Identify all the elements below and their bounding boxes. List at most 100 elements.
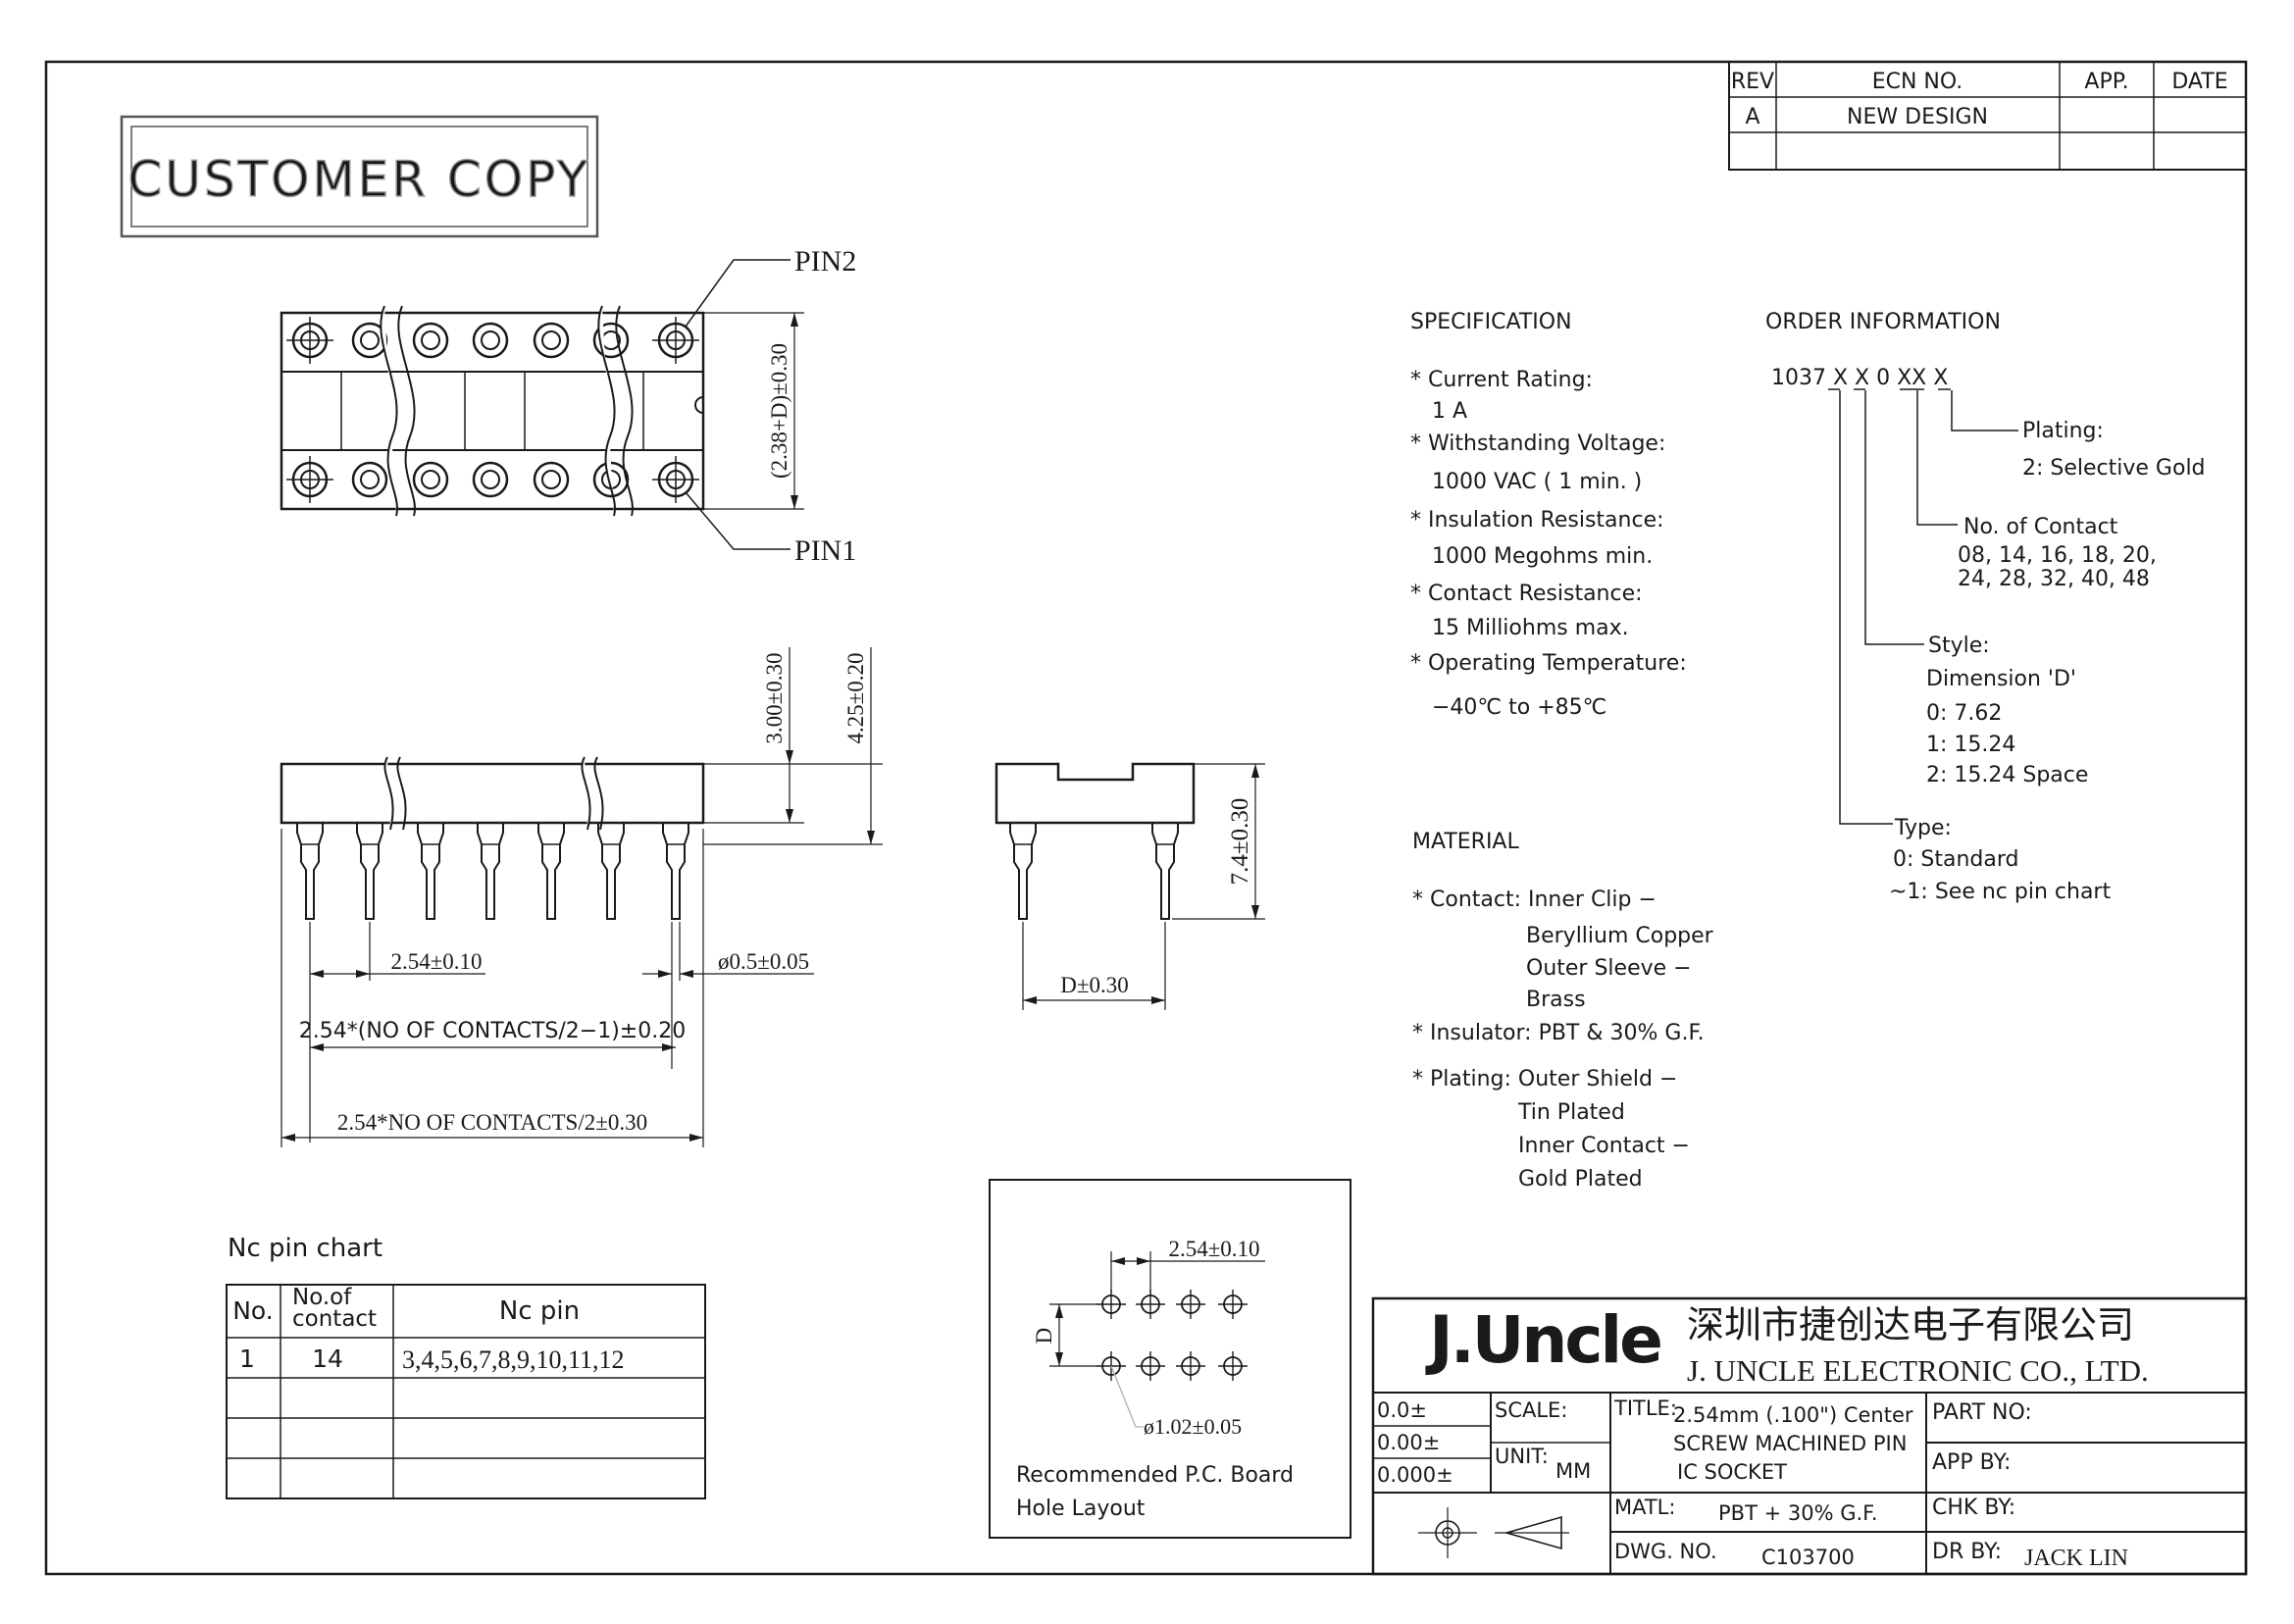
material-contact-line-3: Brass: [1526, 988, 1586, 1012]
tolerance-1: 0.0±: [1377, 1398, 1427, 1422]
material-contact-line-0: * Contact: Inner Clip −: [1412, 888, 1657, 912]
order-type-title: Type:: [1894, 816, 1952, 840]
rev-header: REV: [1731, 70, 1774, 94]
material-title: MATERIAL: [1412, 830, 1519, 854]
unit-value: MM: [1555, 1459, 1591, 1483]
stamp-text: CUSTOMER COPY: [127, 151, 589, 208]
order-plating-title: Plating:: [2022, 419, 2104, 443]
dr-by-label: DR BY:: [1932, 1540, 2002, 1564]
spec-insulation-label: * Insulation Resistance:: [1410, 508, 1664, 533]
revision-table: REV ECN NO. APP. DATE A NEW DESIGN: [1728, 61, 2247, 171]
pcb-hole-dim: ø1.02±0.05: [1144, 1414, 1242, 1439]
spec-voltage-label: * Withstanding Voltage:: [1410, 431, 1665, 456]
spec-temp-label: * Operating Temperature:: [1410, 651, 1687, 676]
projection-symbol: [1418, 1507, 1569, 1558]
order-style-line-1: Dimension 'D': [1926, 667, 2076, 691]
nc-pin-chart: Nc pin chart No. No.of contact Nc pin 1 …: [226, 1234, 706, 1499]
order-style-title: Style:: [1928, 634, 1990, 658]
title-line-3: IC SOCKET: [1677, 1460, 1787, 1484]
nc-header-contact-wrap: No.of contact: [292, 1287, 378, 1332]
pin-diameter-dim: ø0.5±0.05: [718, 949, 809, 974]
specification-section: SPECIFICATION * Current Rating: 1 A * Wi…: [1410, 310, 1687, 720]
part-no-label: PART NO:: [1932, 1400, 2032, 1425]
pcb-caption-line-1: Recommended P.C. Board: [1016, 1463, 1294, 1488]
dr-by-value: JACK LIN: [2024, 1546, 2128, 1571]
order-code: 1037 X X 0 XX X: [1771, 366, 1948, 390]
material-section: MATERIAL * Contact: Inner Clip − Berylli…: [1412, 830, 1714, 1192]
spec-insulation-value: 1000 Megohms min.: [1432, 544, 1653, 569]
nc-pin-chart-title: Nc pin chart: [228, 1234, 382, 1263]
dwg-no-label: DWG. NO.: [1614, 1540, 1717, 1563]
order-style-line-2: 0: 7.62: [1926, 701, 2002, 726]
chk-by-label: CHK BY:: [1932, 1496, 2015, 1520]
pcb-caption-line-2: Hole Layout: [1016, 1497, 1146, 1521]
dwg-no-value: C103700: [1761, 1546, 1855, 1569]
material-plating-line-3: Gold Plated: [1518, 1167, 1643, 1192]
tolerance-3: 0.000±: [1377, 1463, 1453, 1487]
span-inner-dim: 2.54*(NO OF CONTACTS/2−1)±0.20: [299, 1019, 686, 1043]
app-by-label: APP BY:: [1932, 1450, 2011, 1475]
matl-label: MATL:: [1614, 1496, 1675, 1519]
company-name-cn: 深圳市捷创达电子有限公司: [1687, 1305, 2134, 1346]
pitch-dim: 2.54±0.10: [390, 949, 482, 974]
order-plating-value: 2: Selective Gold: [2022, 456, 2206, 481]
nc-header-no: No.: [232, 1296, 274, 1325]
order-style-line-3: 1: 15.24: [1926, 733, 2015, 757]
order-type-line-1: 0: Standard: [1893, 847, 2019, 872]
order-title: ORDER INFORMATION: [1765, 310, 2001, 334]
material-plating-line-1: Tin Plated: [1517, 1100, 1625, 1125]
company-name-en: J. UNCLE ELECTRONIC CO., LTD.: [1687, 1353, 2149, 1388]
order-type-line-2: ~1: See nc pin chart: [1889, 880, 2111, 904]
pin1-label: PIN1: [794, 534, 856, 567]
socket-end-view: 7.4±0.30 D±0.30: [994, 762, 1265, 1010]
dim-3-00: 3.00±0.30: [762, 652, 787, 743]
socket-side-view: 3.00±0.30 4.25±0.20 2.54±0.10 ø0.5±0.05 …: [280, 647, 883, 1147]
sheet-border: [44, 60, 2248, 1576]
order-style-line-4: 2: 15.24 Space: [1926, 763, 2088, 787]
specification-title: SPECIFICATION: [1410, 310, 1572, 334]
title-block: J.Uncle 深圳市捷创达电子有限公司 J. UNCLE ELECTRONIC…: [1371, 1296, 2248, 1576]
tolerance-2: 0.00±: [1377, 1431, 1440, 1454]
spec-contact-res-label: * Contact Resistance:: [1410, 582, 1643, 606]
date-header: DATE: [2171, 70, 2227, 94]
nc-row-1-contact: 14: [312, 1345, 343, 1373]
material-contact-line-2: Outer Sleeve −: [1526, 956, 1692, 981]
rev-value: A: [1745, 105, 1759, 129]
title-line-2: SCREW MACHINED PIN: [1673, 1432, 1907, 1455]
matl-value: PBT + 30% G.F.: [1718, 1501, 1878, 1525]
order-contacts-line-2: 24, 28, 32, 40, 48: [1958, 567, 2150, 591]
pcb-hole-layout: 2.54±0.10 D ø1.02±0.05 Recommended P.C. …: [989, 1179, 1351, 1539]
span-total-dim: 2.54*NO OF CONTACTS/2±0.30: [337, 1110, 647, 1135]
scale-label: SCALE:: [1495, 1398, 1567, 1422]
spec-temp-value: −40℃ to +85℃: [1432, 695, 1606, 720]
socket-top-view: PIN2 PIN1 (2.38+D)±0.30: [280, 245, 856, 567]
nc-row-1-no: 1: [239, 1345, 255, 1373]
material-contact-line-1: Beryllium Copper: [1526, 924, 1714, 948]
customer-copy-stamp: CUSTOMER COPY: [120, 115, 599, 238]
material-plating-line-2: Inner Contact −: [1518, 1134, 1690, 1158]
pin2-label: PIN2: [794, 245, 856, 278]
title-line-1: 2.54mm (.100") Center: [1673, 1403, 1913, 1427]
unit-label: UNIT:: [1495, 1445, 1549, 1468]
nc-row-1-pins: 3,4,5,6,7,8,9,10,11,12: [402, 1345, 625, 1374]
end-view-height-dim: 7.4±0.30: [1227, 798, 1253, 886]
spec-contact-res-value: 15 Milliohms max.: [1432, 616, 1629, 640]
spec-current-value: 1 A: [1432, 399, 1467, 424]
end-view-width-dim: D±0.30: [1060, 973, 1128, 997]
material-plating-line-0: * Plating: Outer Shield −: [1412, 1067, 1677, 1091]
title-label: TITLE:: [1613, 1396, 1677, 1420]
order-information-section: ORDER INFORMATION 1037 X X 0 XX X Platin…: [1765, 310, 2206, 904]
material-insulator: * Insulator: PBT & 30% G.F.: [1412, 1021, 1705, 1045]
spec-voltage-value: 1000 VAC ( 1 min. ): [1432, 470, 1642, 494]
app-header: APP.: [2084, 70, 2128, 94]
nc-header-pin: Nc pin: [499, 1296, 580, 1326]
pcb-pitch-dim: 2.54±0.10: [1168, 1237, 1259, 1261]
top-view-height-dim: (2.38+D)±0.30: [767, 343, 791, 479]
company-logo: J.Uncle: [1425, 1302, 1660, 1378]
pcb-d-label: D: [1032, 1328, 1056, 1345]
ecn-value: NEW DESIGN: [1847, 105, 1988, 129]
nc-header-contact: No.of contact: [292, 1287, 378, 1332]
ecn-header: ECN NO.: [1872, 70, 1963, 94]
order-contacts-line-1: 08, 14, 16, 18, 20,: [1958, 543, 2157, 568]
